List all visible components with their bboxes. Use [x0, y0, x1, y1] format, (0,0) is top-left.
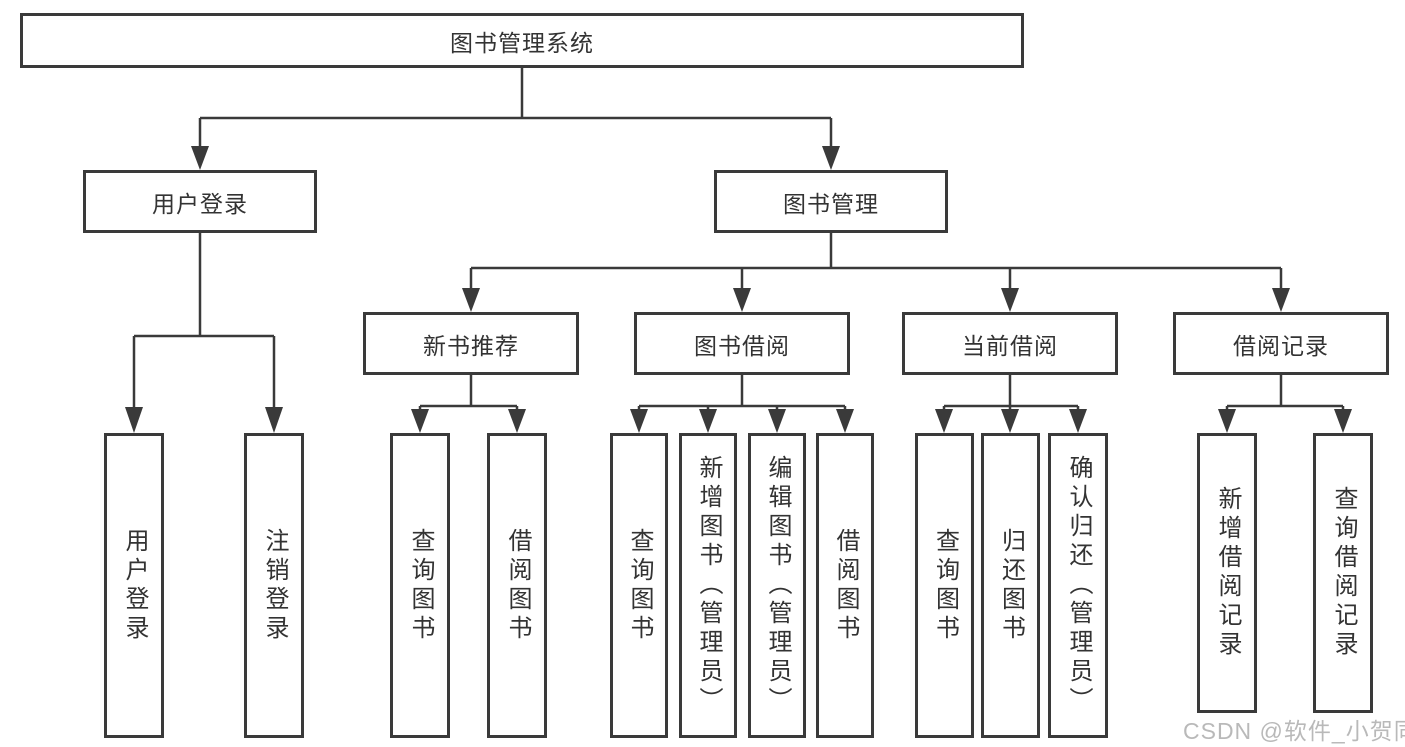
node-book-borrow: 图书借阅	[634, 312, 850, 375]
leaf-query-borrow-record: 查询借阅记录	[1313, 433, 1373, 713]
leaf-add-borrow-record-label: 新增借阅记录	[1214, 486, 1241, 660]
leaf-return-book: 归还图书	[981, 433, 1040, 738]
leaf-confirm-return-admin: 确认归还（管理员）	[1048, 433, 1108, 738]
leaf-edit-book-admin: 编辑图书（管理员）	[748, 433, 806, 738]
leaf-borrow-books-1: 借阅图书	[487, 433, 547, 738]
leaf-add-book-admin-label: 新增图书（管理员）	[695, 455, 722, 716]
node-root-label: 图书管理系统	[450, 29, 594, 56]
node-user-login: 用户登录	[83, 170, 317, 233]
node-current-borrow: 当前借阅	[902, 312, 1118, 375]
node-book-management: 图书管理	[714, 170, 948, 233]
leaf-add-book-admin: 新增图书（管理员）	[679, 433, 737, 738]
leaf-return-book-label: 归还图书	[997, 527, 1025, 644]
leaf-query-books-3-label: 查询图书	[931, 527, 959, 644]
node-root: 图书管理系统	[20, 13, 1024, 68]
leaf-query-books-3: 查询图书	[915, 433, 974, 738]
leaf-query-borrow-record-label: 查询借阅记录	[1330, 486, 1357, 660]
leaf-query-books-2: 查询图书	[610, 433, 668, 738]
leaf-user-login: 用户登录	[104, 433, 164, 738]
arrowheads	[125, 146, 1352, 433]
leaf-add-borrow-record: 新增借阅记录	[1197, 433, 1257, 713]
leaf-query-books-1: 查询图书	[390, 433, 450, 738]
node-new-book-recommend-label: 新书推荐	[423, 332, 519, 359]
leaf-query-books-2-label: 查询图书	[626, 527, 653, 644]
node-borrow-records: 借阅记录	[1173, 312, 1389, 375]
node-current-borrow-label: 当前借阅	[962, 332, 1058, 359]
node-borrow-records-label: 借阅记录	[1233, 332, 1329, 359]
node-new-book-recommend: 新书推荐	[363, 312, 579, 375]
leaf-borrow-books-2-label: 借阅图书	[832, 527, 859, 644]
leaf-borrow-books-2: 借阅图书	[816, 433, 874, 738]
node-book-borrow-label: 图书借阅	[694, 332, 790, 359]
watermark: CSDN @软件_小贺同学	[1183, 718, 1405, 744]
node-book-management-label: 图书管理	[783, 190, 879, 217]
node-user-login-label: 用户登录	[152, 190, 248, 217]
leaf-borrow-books-1-label: 借阅图书	[504, 527, 531, 644]
leaf-confirm-return-admin-label: 确认归还（管理员）	[1065, 455, 1092, 716]
leaf-logout-label: 注销登录	[261, 527, 288, 644]
leaf-query-books-1-label: 查询图书	[407, 527, 434, 644]
leaf-edit-book-admin-label: 编辑图书（管理员）	[764, 455, 791, 716]
leaf-logout: 注销登录	[244, 433, 304, 738]
leaf-user-login-label: 用户登录	[121, 527, 148, 644]
